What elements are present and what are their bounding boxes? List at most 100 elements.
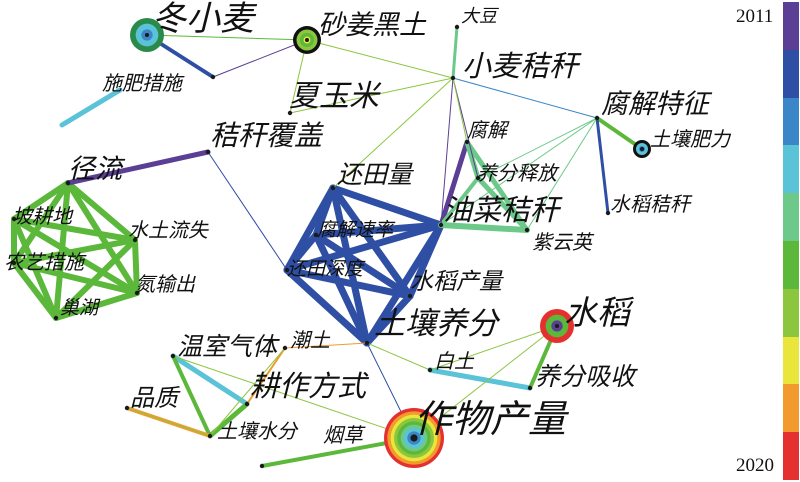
legend-swatch-1: [783, 49, 799, 98]
edge-fujietezheng-shuidaojiegan: [595, 116, 610, 215]
node-label-jingliu[interactable]: 径流: [68, 154, 122, 185]
node-label-turangshuifen[interactable]: 土壤水分: [217, 419, 297, 443]
edge-gengzuofangshi-turangshuifen: [207, 401, 250, 439]
node-label-huantianshendu[interactable]: 还田深度: [287, 258, 364, 280]
legend-swatch-9: [783, 432, 799, 480]
node-label-turangyangfen[interactable]: 土壤养分: [374, 306, 498, 342]
node-label-fujie[interactable]: 腐解: [467, 118, 507, 142]
edge-huantianshendu-youcaijiegan: [283, 221, 445, 274]
edge-fragment-0: [59, 87, 123, 128]
node-dot-pogengdi: [11, 216, 17, 222]
edge-xiaomaijiegan-fujie: [452, 77, 468, 143]
edge-gengzuofangshi-chaotu: [246, 347, 286, 405]
node-label-wenshiqiti[interactable]: 温室气体: [177, 332, 278, 361]
node-ring-shajiangheitu: [293, 26, 321, 54]
node-label-baitu[interactable]: 白土: [434, 349, 474, 373]
node-dot-danshuchu: [134, 290, 140, 296]
node-dot-huantianshendu: [284, 267, 290, 273]
edge-wenshiqiti-zuowuchanliang: [172, 355, 415, 439]
node-ring-dongxiaomai: [130, 18, 164, 52]
node-label-yangfenxishou[interactable]: 养分吸收: [535, 362, 636, 391]
node-label-yancao[interactable]: 烟草: [323, 423, 363, 447]
edge-shuidao-baitu: [429, 325, 558, 371]
node-label-xiaomaijiegan[interactable]: 小麦秸秆: [462, 49, 579, 83]
node-dot-turangyangfen: [364, 340, 370, 346]
edge-pogengdi-shuituliushi: [11, 216, 138, 243]
node-label-danshuchu[interactable]: 氮输出: [135, 272, 195, 296]
node-dot-shuituliushi: [132, 237, 138, 243]
edge-turangshuifen-chaotu: [209, 347, 286, 437]
node-label-fujietezheng[interactable]: 腐解特征: [601, 89, 709, 120]
node-dot-xiaomaijiegan: [450, 75, 456, 81]
edge-shajiangheitu-xiaomaijiegan: [306, 39, 454, 79]
node-label-yangfenshifang[interactable]: 养分释放: [477, 161, 557, 185]
edge-nongyicuoshi-chaohu: [11, 260, 59, 321]
node-dot-nongyicuoshi: [11, 260, 17, 266]
edge-turangyangfen-youcaijiegan: [363, 221, 445, 347]
node-dot-baitu: [427, 367, 433, 373]
legend-swatch-4: [783, 193, 799, 241]
edge-nongyicuoshi-danshuchu: [11, 260, 140, 296]
node-label-youcaijiegan[interactable]: 油菜秸秆: [443, 193, 560, 227]
node-ring-shuidao: [540, 309, 574, 343]
edge-fujiesulv-huantianshendu: [283, 231, 320, 274]
node-label-nongyicuoshi[interactable]: 农艺措施: [4, 250, 84, 274]
node-label-pogengdi[interactable]: 坡耕地: [12, 204, 72, 228]
node-dot-jingliu: [65, 180, 71, 186]
edge-xiayumi-xiaomaijiegan: [289, 77, 454, 114]
node-label-ziyunying[interactable]: 紫云英: [532, 230, 592, 254]
edge-fujietezheng-ziyunying: [526, 117, 598, 231]
edge-fujietezheng-youcaijiegan: [440, 117, 598, 226]
node-dot-ziyunying: [524, 227, 530, 233]
edge-pogengdi-danshuchu: [11, 216, 140, 296]
edge-shuituliushi-danshuchu: [132, 237, 140, 296]
node-label-shuituliushi[interactable]: 水土流失: [128, 218, 208, 242]
node-dot-pinzhi: [124, 405, 130, 411]
node-label-dongxiaomai[interactable]: 冬小麦: [152, 0, 254, 39]
legend-swatch-8: [783, 384, 799, 433]
node-label-shuidaojiegan[interactable]: 水稻秸秆: [610, 192, 690, 216]
edge-jingliu-shuituliushi: [65, 180, 138, 243]
node-label-fujiesulv[interactable]: 腐解速率: [317, 219, 394, 241]
node-dot-dadou: [454, 24, 460, 30]
node-label-xiayumi[interactable]: 夏玉米: [289, 79, 379, 114]
node-label-pinzhi[interactable]: 品质: [130, 384, 178, 412]
edge-huantianshendu-shuidaochanliang: [283, 266, 414, 300]
node-dot-chaohu: [53, 315, 59, 321]
edge-jingliu-danshuchu: [65, 180, 140, 296]
node-label-zuowuchanliang[interactable]: 作物产量: [414, 397, 567, 441]
node-dot-yangfenxishou: [527, 385, 533, 391]
node-label-jieganfugai[interactable]: 秸秆覆盖: [210, 119, 323, 152]
edge-jingliu-pogengdi: [11, 180, 71, 222]
node-label-gengzuofangshi[interactable]: 耕作方式: [250, 369, 367, 403]
node-label-chaohu[interactable]: 巢湖: [60, 297, 99, 319]
node-label-dadou[interactable]: 大豆: [461, 6, 497, 27]
edge-youcaijiegan-fujie: [438, 139, 470, 228]
edge-xiaomaijiegan-fujietezheng: [452, 77, 598, 119]
node-label-huantianliang[interactable]: 还田量: [337, 160, 413, 189]
legend-swatch-0: [783, 2, 799, 50]
edge-xiaomaijiegan-yangfenshifang: [452, 77, 479, 179]
edge-dongxiaomai-shajiangheitu: [146, 34, 308, 41]
node-label-chaotu[interactable]: 潮土: [290, 328, 330, 352]
legend-swatch-6: [783, 288, 799, 337]
edge-dadou-xiaomaijiegan: [451, 25, 459, 80]
node-label-turangfeili[interactable]: 土壤肥力: [650, 127, 730, 151]
edge-wenshiqiti-gengzuofangshi: [170, 353, 250, 407]
node-dot-wenshiqiti: [170, 353, 176, 359]
node-dot-fujiesulv: [313, 232, 319, 238]
node-label-shuidaochanliang[interactable]: 水稻产量: [410, 269, 502, 295]
edge-fujiesulv-shuidaochanliang: [312, 231, 414, 300]
node-label-shajiangheitu[interactable]: 砂姜黑土: [318, 10, 426, 41]
edge-jieganfugai-huantianshendu: [207, 151, 288, 271]
legend-end-year: 2020: [736, 455, 774, 476]
node-label-shuidao[interactable]: 水稻: [564, 293, 630, 332]
node-dot-fujietezheng: [594, 115, 600, 121]
edge-baitu-yangfenxishou: [427, 367, 533, 391]
edge-shuituliushi-nongyicuoshi: [11, 237, 138, 266]
node-label-shifeicuoshi[interactable]: 施肥措施: [102, 71, 182, 95]
edge-fujietezheng-yangfenshifang: [477, 117, 598, 179]
node-dot-huantianliang: [330, 185, 336, 191]
node-dot-turangshuifen: [207, 433, 213, 439]
